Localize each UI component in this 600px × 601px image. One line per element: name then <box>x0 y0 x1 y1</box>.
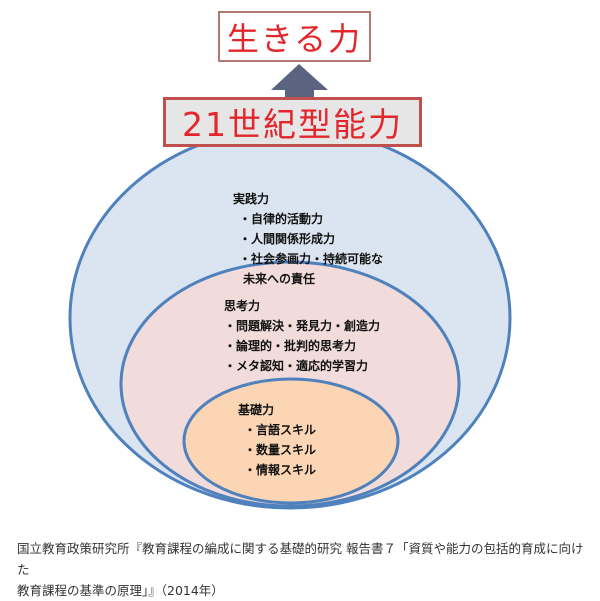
list-item: ・人間関係形成力 <box>239 232 336 246</box>
thinking-block: 思考力 ・問題解決・発見力・創造力 ・論理的・批判的思考力 ・メタ認知・適応的学… <box>224 296 380 376</box>
list-item: ・社会参画力・持続可能な <box>239 252 384 266</box>
list-item: ・情報スキル <box>244 463 317 477</box>
caption-line: 国立教育政策研究所『教育課程の編成に関する基礎的研究 報告書７「資質や能力の包括… <box>17 541 584 577</box>
up-arrow-icon <box>271 64 328 99</box>
list-item: ・問題解決・発見力・創造力 <box>224 319 381 333</box>
basic-block: 基礎力 ・言語スキル ・数量スキル ・情報スキル <box>238 400 316 480</box>
list-item: ・数量スキル <box>244 443 317 457</box>
basic-title: 基礎力 <box>238 403 275 417</box>
list-item: ・論理的・批判的思考力 <box>224 339 357 353</box>
ikiru-chikara-box: 生きる力 <box>218 11 371 62</box>
thinking-title: 思考力 <box>224 299 261 313</box>
basic-ellipse <box>182 377 400 505</box>
practical-block: 実践力 ・自律的活動力 ・人間関係形成力 ・社会参画力・持続可能な 未来への責任 <box>233 189 383 289</box>
top-box-label: 生きる力 <box>226 19 363 58</box>
list-item: ・自律的活動力 <box>239 212 324 226</box>
list-item: ・言語スキル <box>244 423 317 437</box>
list-item: 未来への責任 <box>243 272 316 286</box>
main-box-label: 21世紀型能力 <box>182 105 403 144</box>
caption-line: 教育課程の基準の原理」』（2014年） <box>17 583 224 598</box>
practical-title: 実践力 <box>233 192 270 206</box>
21st-century-skills-box: 21世紀型能力 <box>163 97 422 147</box>
list-item: ・メタ認知・適応的学習力 <box>224 359 369 373</box>
source-caption: 国立教育政策研究所『教育課程の編成に関する基礎的研究 報告書７「資質や能力の包括… <box>17 538 587 601</box>
